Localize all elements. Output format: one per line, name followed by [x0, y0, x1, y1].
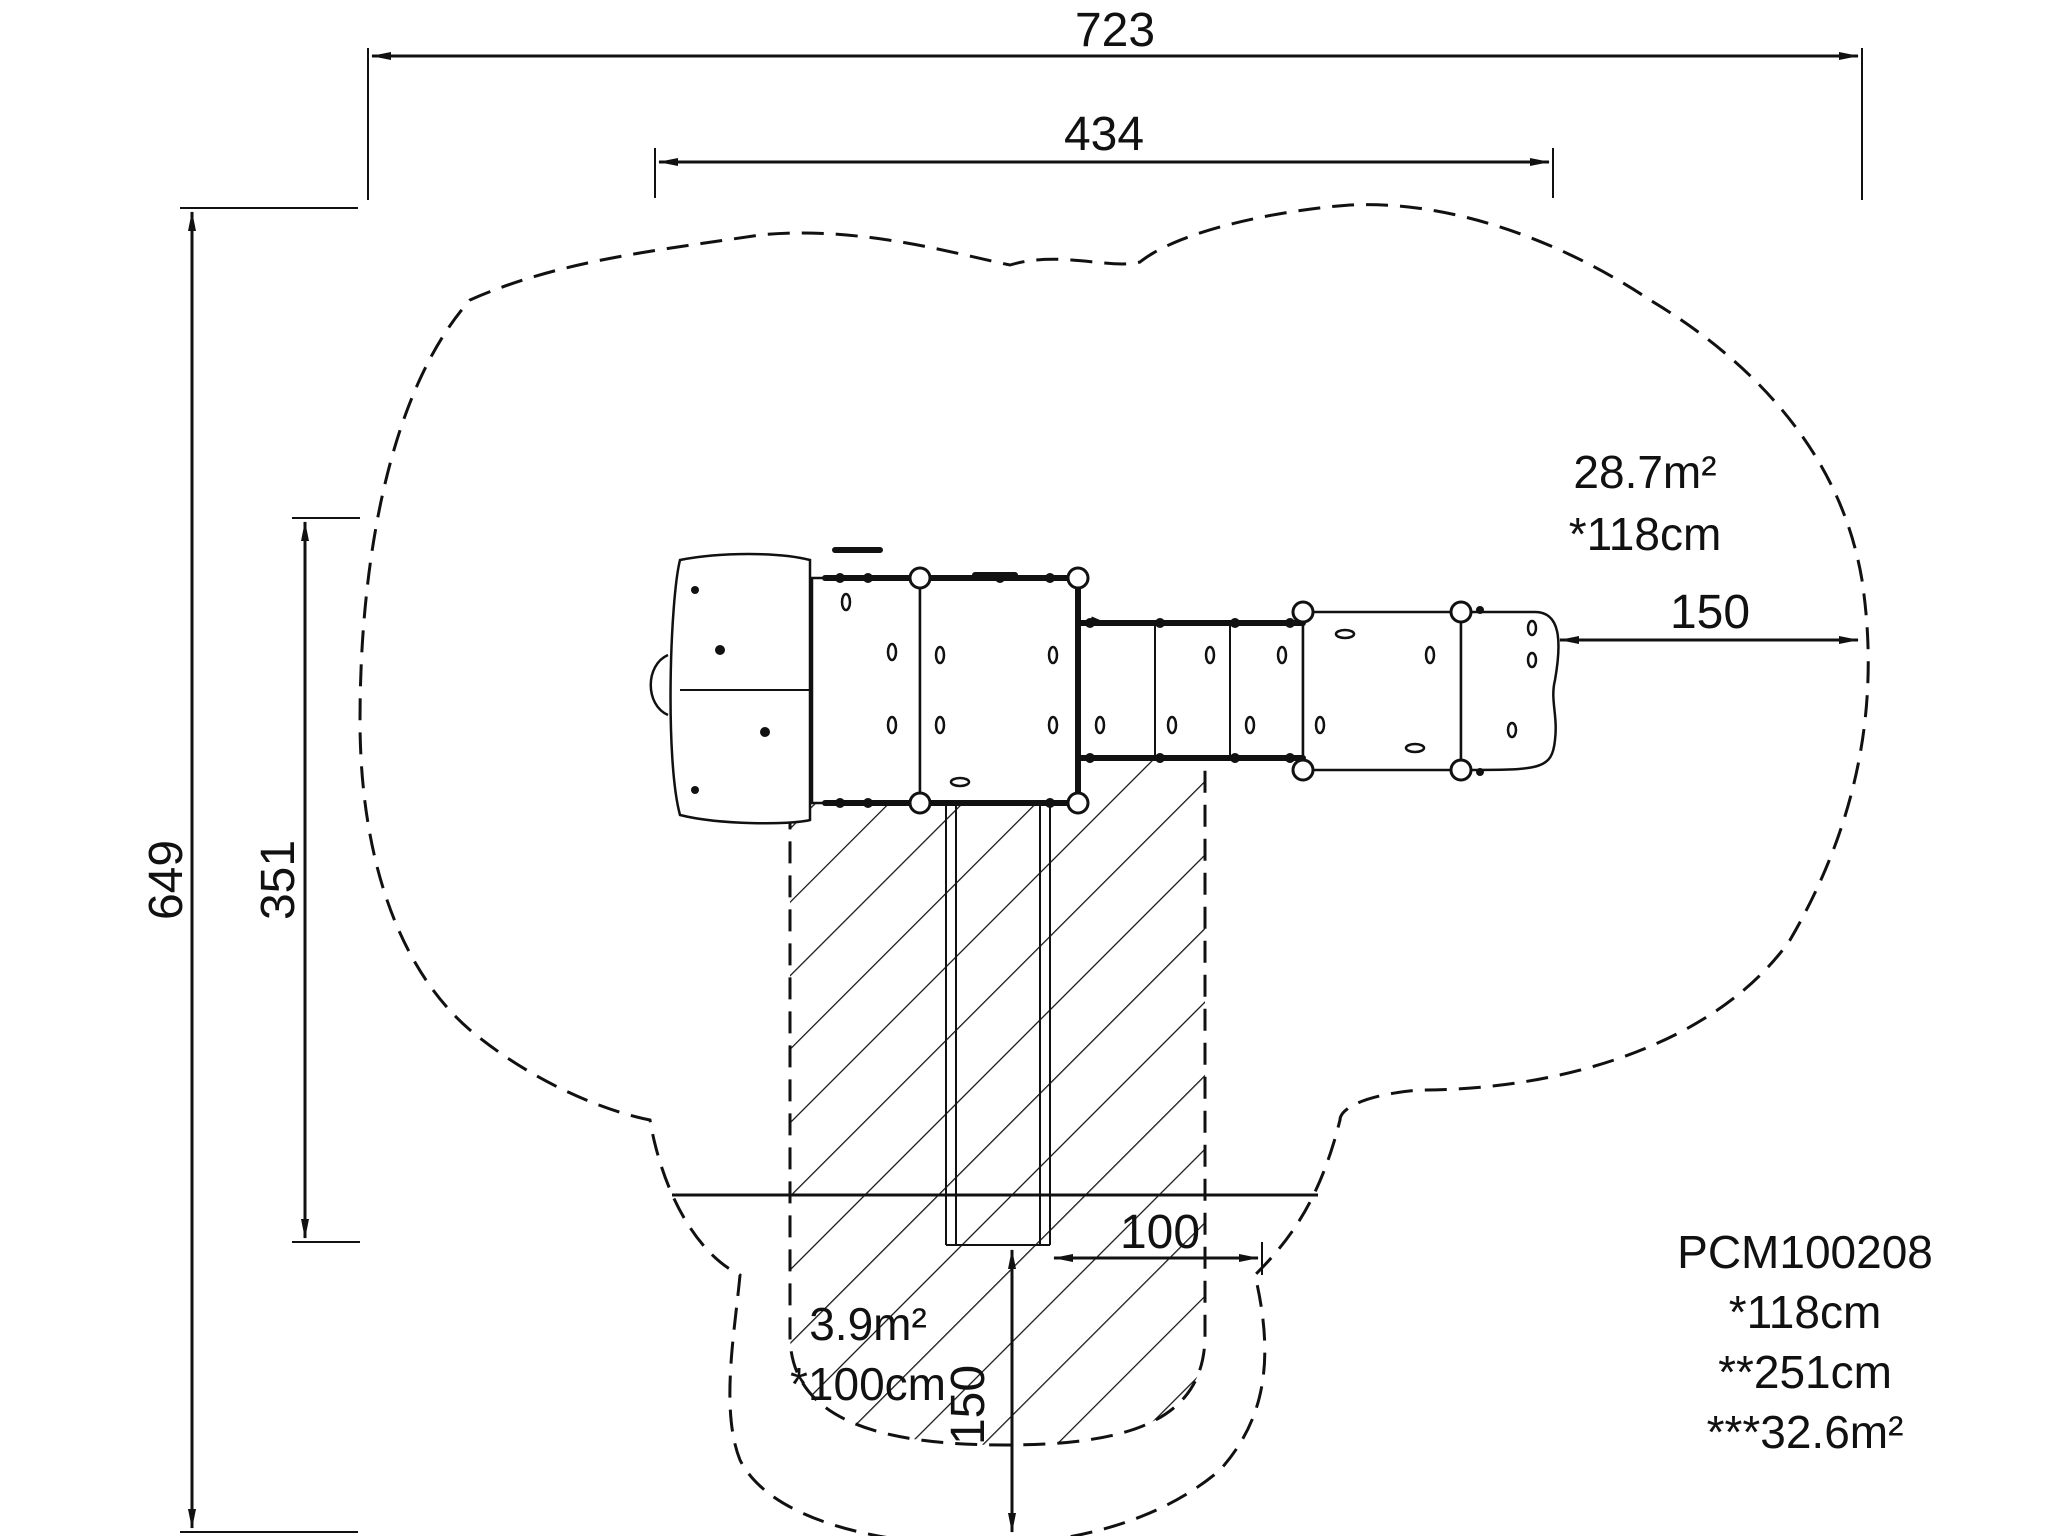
post	[1291, 758, 1315, 782]
main-area-label: 28.7m²	[1573, 446, 1716, 498]
slide-exit-length-label: 150	[942, 1365, 995, 1445]
main-fall-height-label: *118cm	[1569, 508, 1722, 560]
slide-chute	[945, 803, 1051, 1246]
side-clearance-dimension: 150	[1559, 586, 1859, 644]
product-info: PCM100208 *118cm **251cm ***32.6m²	[1677, 1226, 1933, 1458]
deck-platform-main	[918, 576, 1080, 805]
slide-exit-width-dimension: 100	[1053, 1206, 1263, 1275]
slide-fall-height-label: *100cm	[790, 1358, 946, 1410]
main-zone-labels: 28.7m² *118cm	[1569, 446, 1722, 560]
deck-platform-right	[1301, 610, 1463, 772]
overall-width-dimension: 723	[367, 4, 1863, 200]
slide-area-label: 3.9m²	[809, 1298, 927, 1350]
structure-depth-dimension: 351	[252, 517, 360, 1243]
overall-width-label: 723	[1075, 4, 1155, 57]
end-panel	[1459, 610, 1560, 772]
product-fall-height: *118cm	[1729, 1286, 1882, 1338]
post	[1449, 600, 1473, 624]
overall-depth-label: 649	[140, 840, 193, 920]
play-structure	[649, 547, 1560, 1246]
overall-depth-dimension: 649	[140, 207, 358, 1533]
safety-zone-outline	[358, 203, 1870, 1536]
slide-zone-labels: 3.9m² *100cm	[790, 1298, 946, 1410]
deck-platform-left	[810, 576, 922, 805]
slide-exit-width-label: 100	[1120, 1206, 1200, 1259]
side-panel	[669, 552, 812, 825]
post	[908, 566, 932, 590]
side-clearance-label: 150	[1670, 586, 1750, 639]
post	[1449, 758, 1473, 782]
slide-exit-length-dimension: 150	[942, 1249, 1016, 1533]
bridge-section	[1076, 621, 1305, 760]
post	[1291, 600, 1315, 624]
post	[908, 791, 932, 815]
post	[1066, 566, 1090, 590]
post	[1066, 791, 1090, 815]
product-total-height: **251cm	[1718, 1346, 1892, 1398]
structure-depth-label: 351	[252, 840, 305, 920]
product-code: PCM100208	[1677, 1226, 1933, 1278]
product-total-area: ***32.6m²	[1707, 1406, 1904, 1458]
structure-width-label: 434	[1064, 108, 1144, 161]
structure-width-dimension: 434	[654, 108, 1554, 198]
